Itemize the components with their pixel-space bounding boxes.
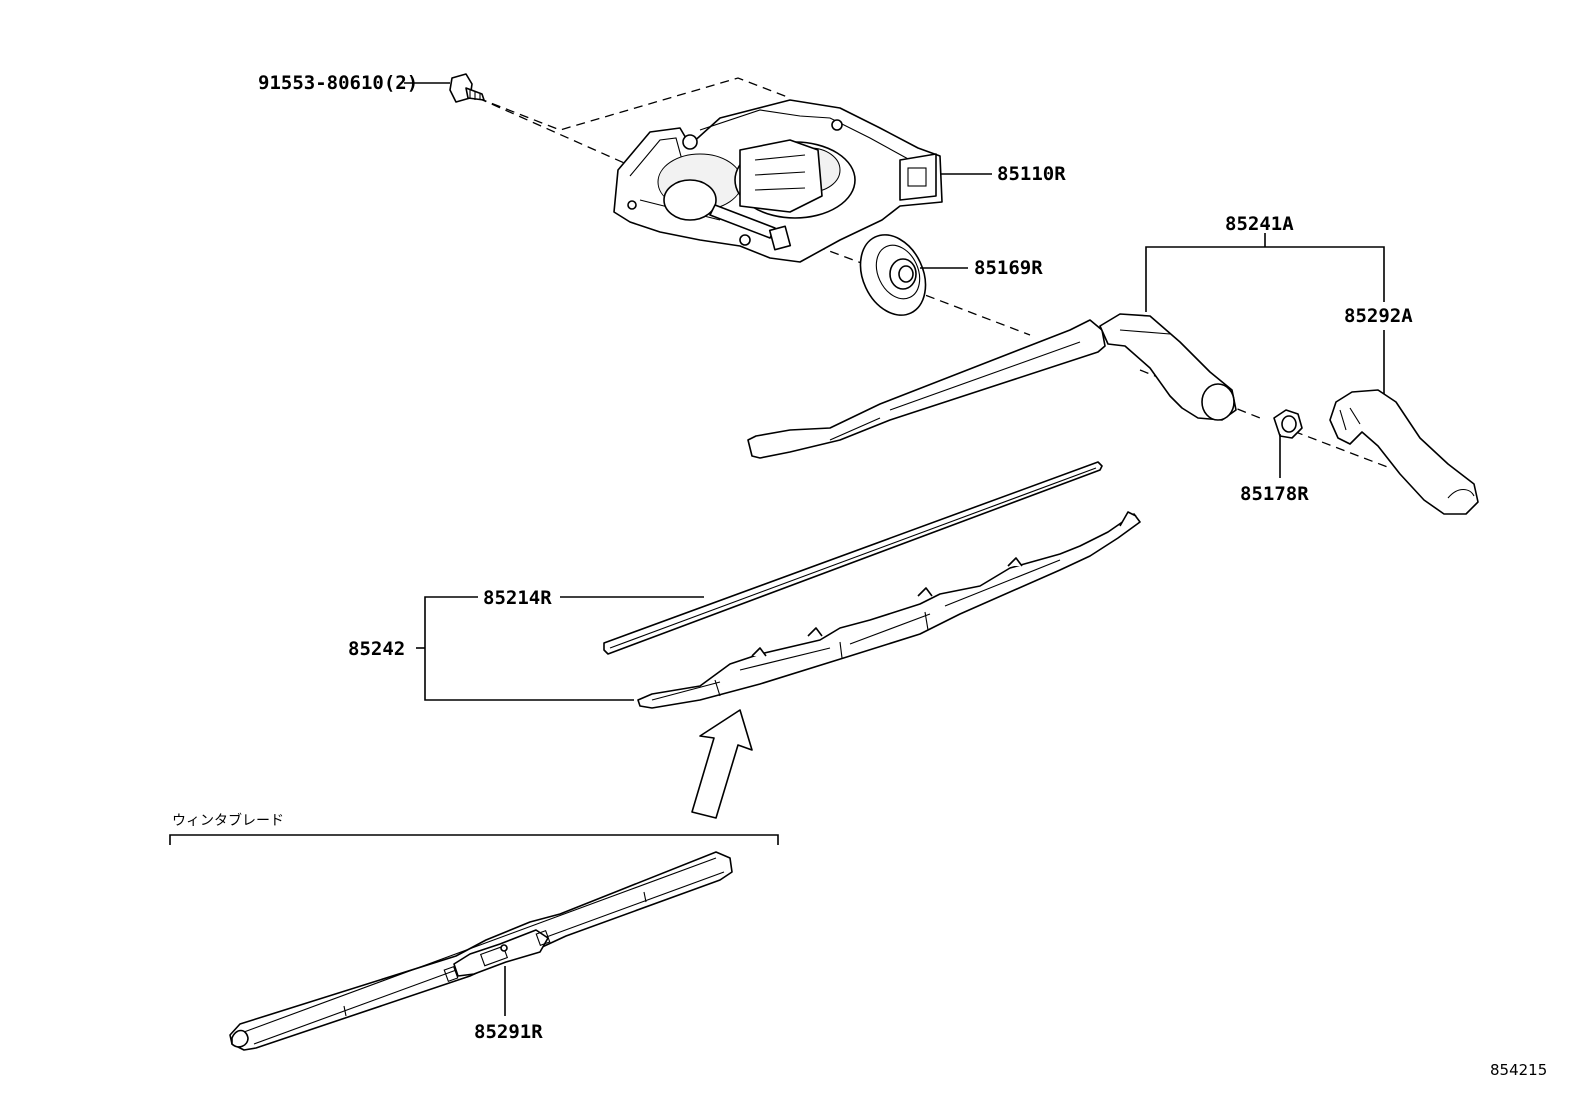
label-85110r: 85110R [997,163,1066,185]
label-91553-80610: 91553-80610(2) [258,72,418,94]
winter-blade-part [229,851,733,1051]
label-85292a: 85292A [1344,305,1413,327]
leader-lines [169,82,1385,1016]
arm-cap-part [1329,389,1479,515]
wiper-blade-part [637,511,1141,709]
label-85291r: 85291R [474,1021,543,1043]
label-85214r: 85214R [483,587,552,609]
diagram-code: 854215 [1490,1061,1547,1079]
winter-blade-label: ウィンタブレード [172,812,284,829]
wiper-motor-part [613,99,943,263]
label-85241a: 85241A [1225,213,1294,235]
blade-rubber-part [603,461,1103,655]
part-labels: 91553-80610(2) 85110R 85169R 85241A 8529… [172,72,1547,1079]
direction-arrow [691,709,753,819]
label-85178r: 85178R [1240,483,1309,505]
grommet-part [859,234,927,316]
assembly-dashed-lines [477,77,1391,469]
label-85242: 85242 [348,638,405,660]
wiper-arm-part [747,313,1237,459]
nut-part [1273,409,1303,439]
bolt-part [449,73,485,103]
label-85169r: 85169R [974,257,1043,279]
